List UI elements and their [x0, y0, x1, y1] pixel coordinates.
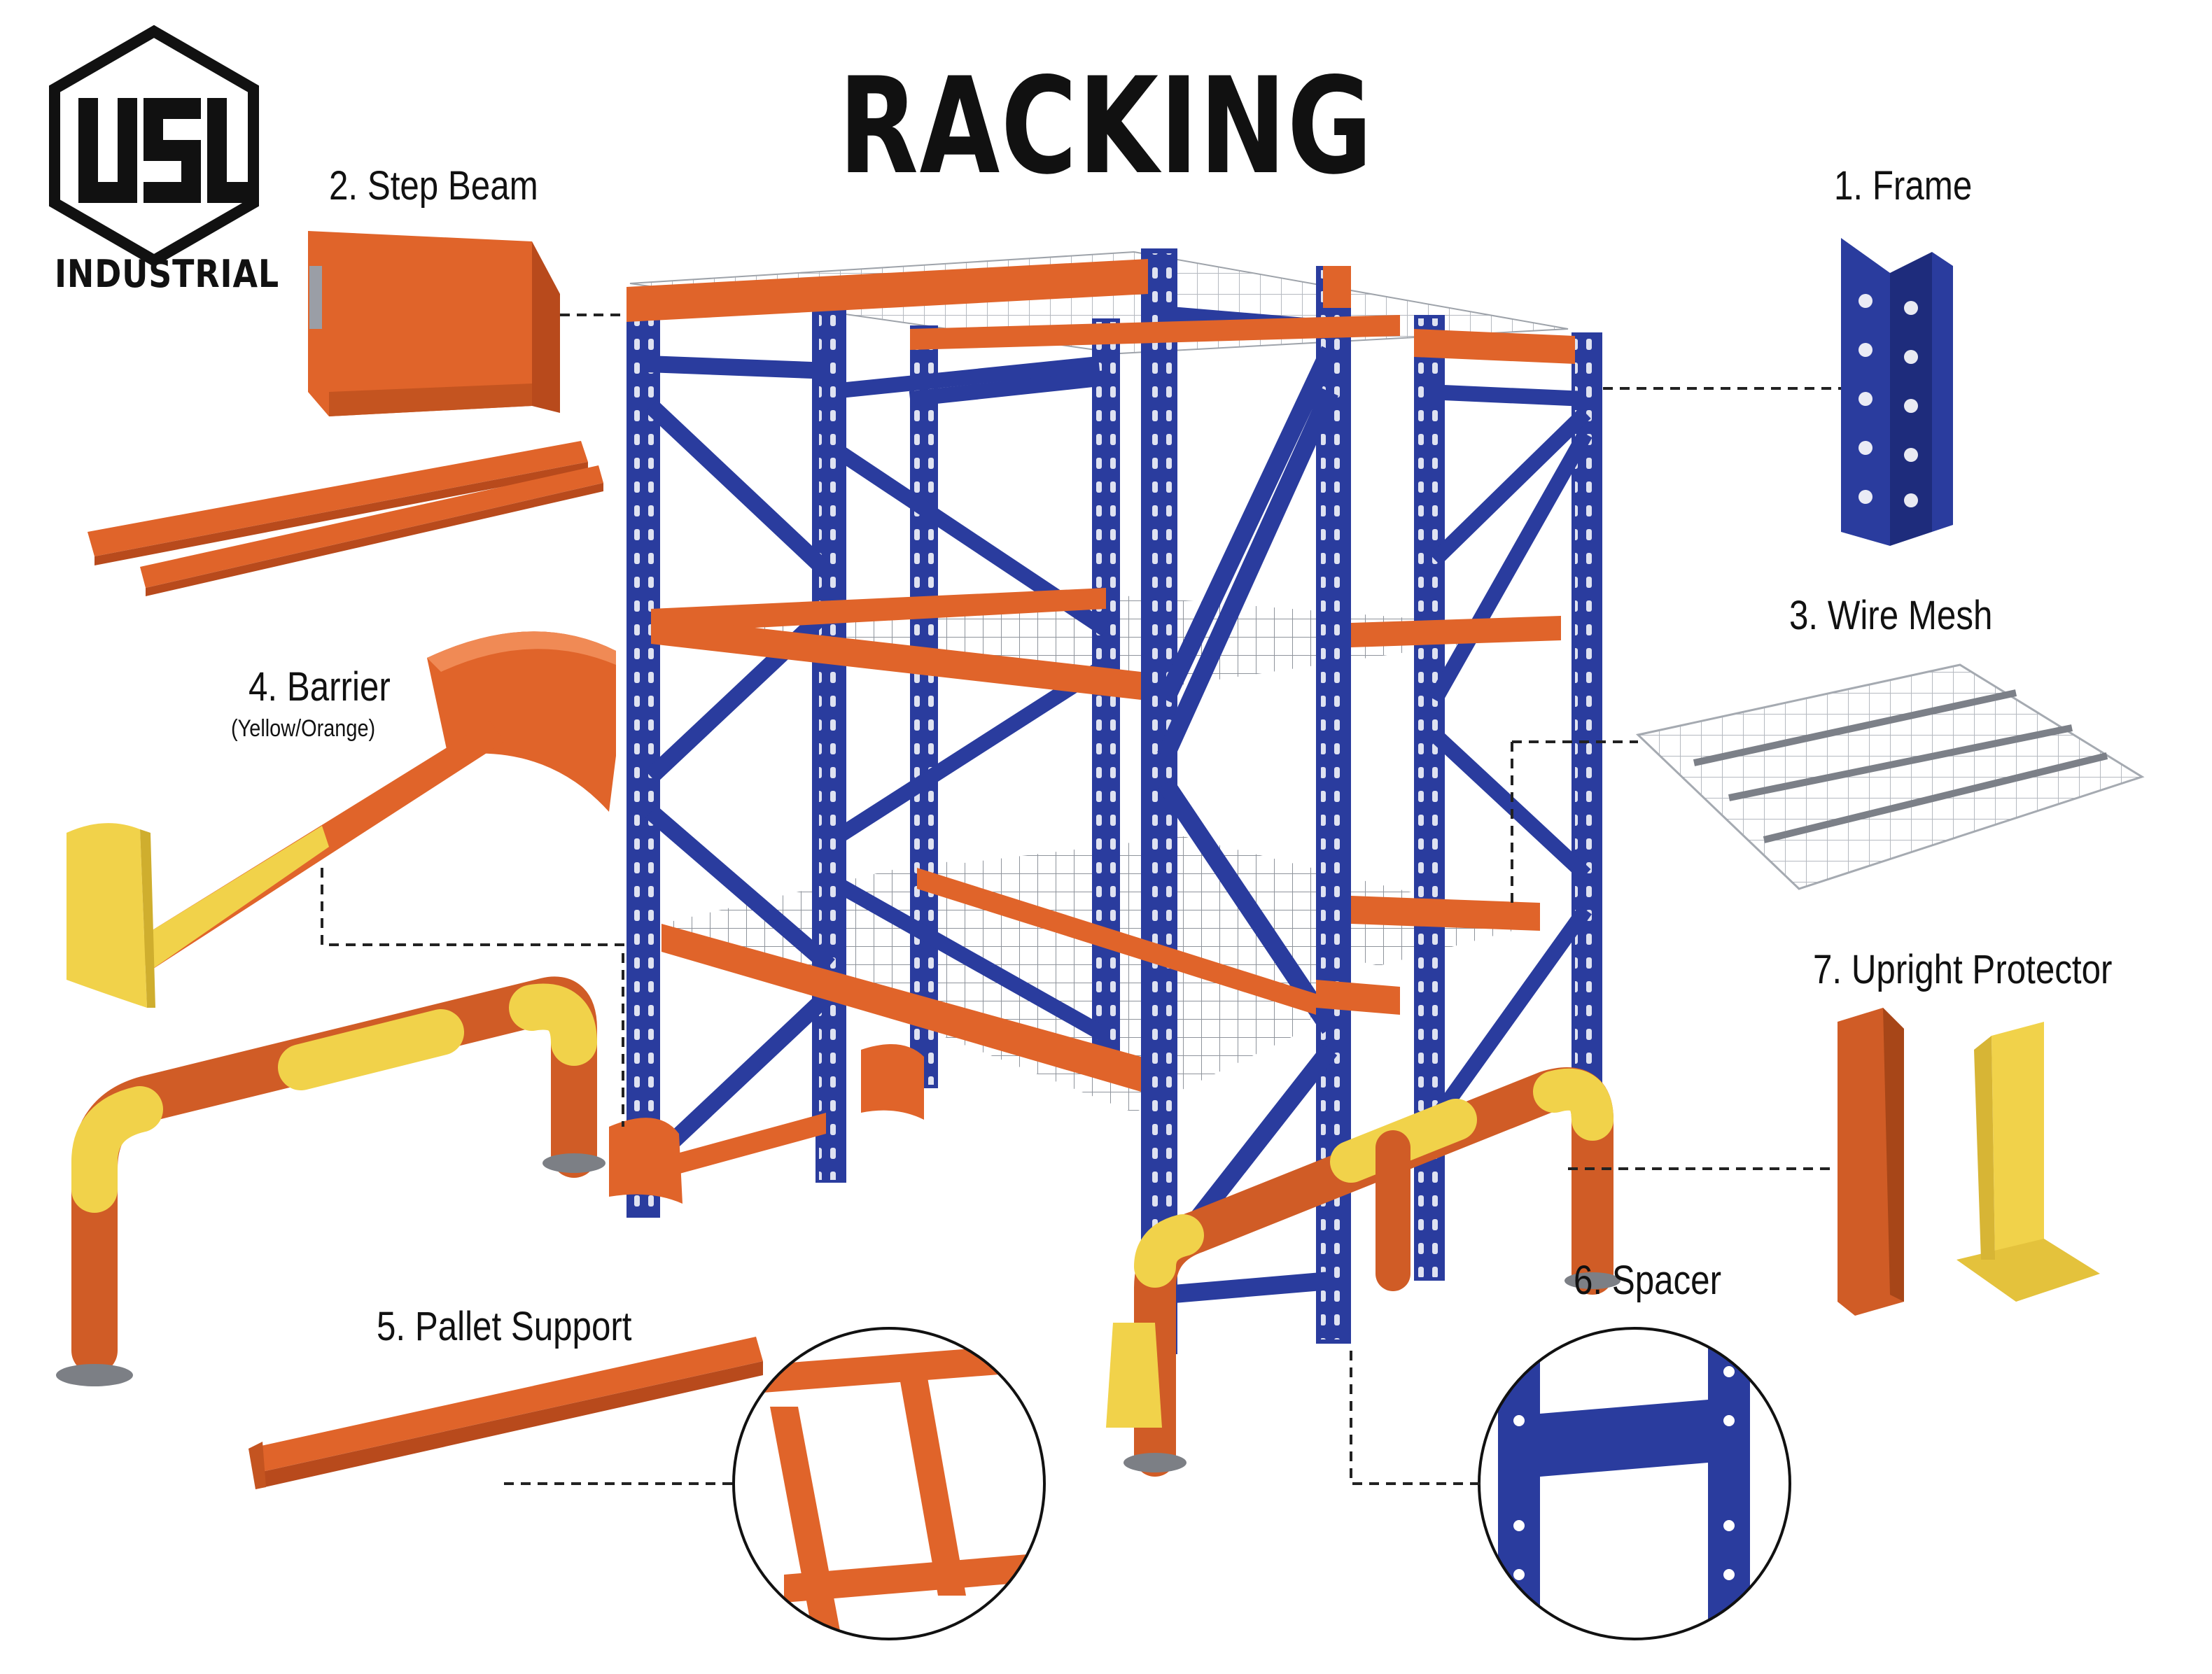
front-barrier-illustration — [1124, 1067, 1620, 1477]
main-rack-illustration — [609, 248, 1602, 1354]
page-title: RACKING — [838, 49, 1374, 204]
pallet-support-illustration — [248, 1337, 763, 1489]
label-step-beam: 2. Step Beam — [329, 163, 538, 209]
barrier-rail-illustration — [56, 976, 606, 1386]
wire-mesh-illustration — [1635, 663, 2145, 890]
label-pallet-support: 5. Pallet Support — [377, 1304, 632, 1349]
usl-logo — [49, 24, 259, 267]
label-barrier: 4. Barrier — [248, 664, 391, 710]
upright-protector-illustration — [1837, 1008, 2100, 1316]
label-barrier-sub: (Yellow/Orange) — [231, 715, 376, 742]
brand-name: INDUSTRIAL — [55, 252, 279, 296]
leader-lines — [321, 314, 1841, 1485]
label-wire-mesh: 3. Wire Mesh — [1789, 593, 1993, 638]
barrier-illustration — [66, 631, 616, 1008]
spacer-zoom — [1478, 1327, 1791, 1640]
label-frame: 1. Frame — [1834, 163, 1973, 209]
step-beam-illustration — [88, 231, 603, 596]
pallet-support-zoom — [732, 1327, 1046, 1640]
label-spacer: 6. Spacer — [1574, 1258, 1722, 1303]
frame-illustration — [1841, 238, 1953, 546]
label-upright-protector: 7. Upright Protector — [1813, 947, 2113, 992]
